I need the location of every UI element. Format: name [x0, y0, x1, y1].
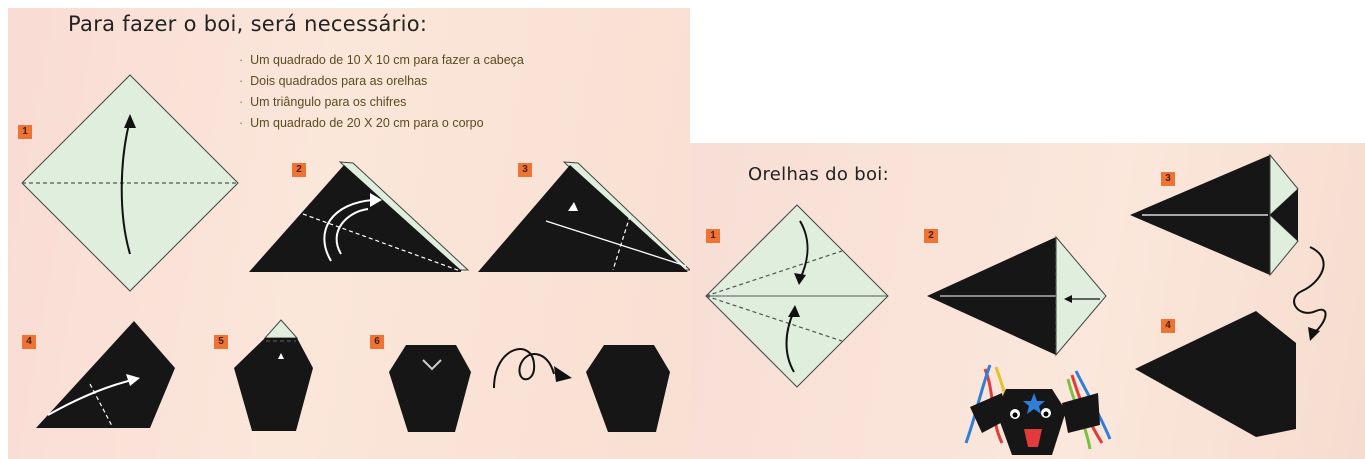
arrowhead: [568, 202, 578, 211]
step-badge: 3: [1161, 172, 1175, 186]
step-badge: 2: [924, 229, 938, 243]
arrowhead: [554, 366, 572, 382]
ears-title: Orelhas do boi:: [748, 164, 889, 185]
ox-star: [1023, 393, 1045, 414]
paper-tip: [263, 319, 299, 339]
ear-step-4-diagram: [1135, 311, 1296, 437]
head-instructions-panel: Para fazer o boi, será necessário: Um qu…: [8, 8, 692, 459]
step-6-diagram: [389, 345, 670, 432]
folded-paper: [234, 338, 313, 431]
fold-line: [705, 250, 843, 297]
kite-light: [1055, 235, 1107, 357]
step-badge: 1: [706, 229, 720, 243]
step-3-diagram: [478, 161, 692, 272]
arrowhead: [124, 114, 136, 128]
fold-line: [705, 295, 843, 342]
fold-line: [302, 213, 464, 273]
ox-ear: [1062, 393, 1100, 433]
step-5-diagram: [234, 319, 313, 431]
arrowhead: [788, 305, 800, 317]
step-badge: 3: [518, 163, 532, 177]
fold-line: [612, 215, 631, 271]
ear-step-1-diagram: [705, 204, 889, 388]
fold-arrow: [799, 220, 809, 280]
fold-line: [89, 383, 113, 427]
finished-ear: [1135, 311, 1296, 437]
step-badge: 4: [1161, 319, 1175, 333]
material-item: Um quadrado de 10 X 10 cm para fazer a c…: [239, 50, 524, 71]
finished-head: [586, 345, 670, 432]
materials-title: Para fazer o boi, será necessário:: [68, 12, 428, 36]
material-item: Um quadrado de 20 X 20 cm para o corpo: [239, 113, 524, 134]
folded-paper: [389, 345, 471, 432]
step-badge: 1: [18, 125, 32, 139]
ox-head: [996, 389, 1066, 455]
triangle-paper: [249, 165, 463, 272]
arrowhead: [278, 353, 284, 359]
material-item: Um triângulo para os chifres: [239, 92, 524, 113]
materials-list: Um quadrado de 10 X 10 cm para fazer a c…: [239, 50, 524, 134]
fold-arrow: [47, 379, 133, 416]
arrowhead: [370, 193, 382, 207]
head-diagram: [21, 74, 692, 432]
ears-instructions-panel: Orelhas do boi: 1 2 3 4: [690, 143, 1365, 459]
fold-arrow: [120, 119, 131, 255]
turn-over-arrow: [1293, 246, 1327, 334]
ear-step-2-diagram: [927, 235, 1107, 357]
crease-line: [545, 220, 687, 267]
step-1-diagram: [21, 74, 239, 292]
ear-step-3-diagram: [1130, 153, 1327, 341]
kite-dark-tip: [1270, 189, 1298, 241]
arrowhead: [1308, 327, 1320, 341]
ears-diagram: [705, 153, 1327, 455]
step-4-diagram: [36, 321, 175, 428]
fold-arrow: [785, 310, 795, 373]
step-badge: 5: [214, 335, 228, 349]
folded-paper: [36, 321, 175, 428]
arrowhead: [126, 374, 140, 386]
material-item: Dois quadrados para as orelhas: [239, 71, 524, 92]
ox-tongue: [1024, 429, 1042, 447]
step-2-diagram: [249, 161, 470, 273]
fold-arrow: [323, 199, 374, 262]
step-badge: 4: [22, 335, 36, 349]
arrowhead: [794, 273, 806, 285]
fold-mark: [422, 359, 442, 371]
step-badge: 2: [292, 163, 306, 177]
turn-over-arrow: [493, 348, 555, 389]
triangle-paper: [478, 165, 688, 272]
arrowhead: [1064, 295, 1072, 303]
step-badge: 6: [370, 335, 384, 349]
ox-illustration: [964, 364, 1112, 455]
ox-ear: [970, 393, 1008, 433]
fold-arrow: [335, 208, 369, 255]
